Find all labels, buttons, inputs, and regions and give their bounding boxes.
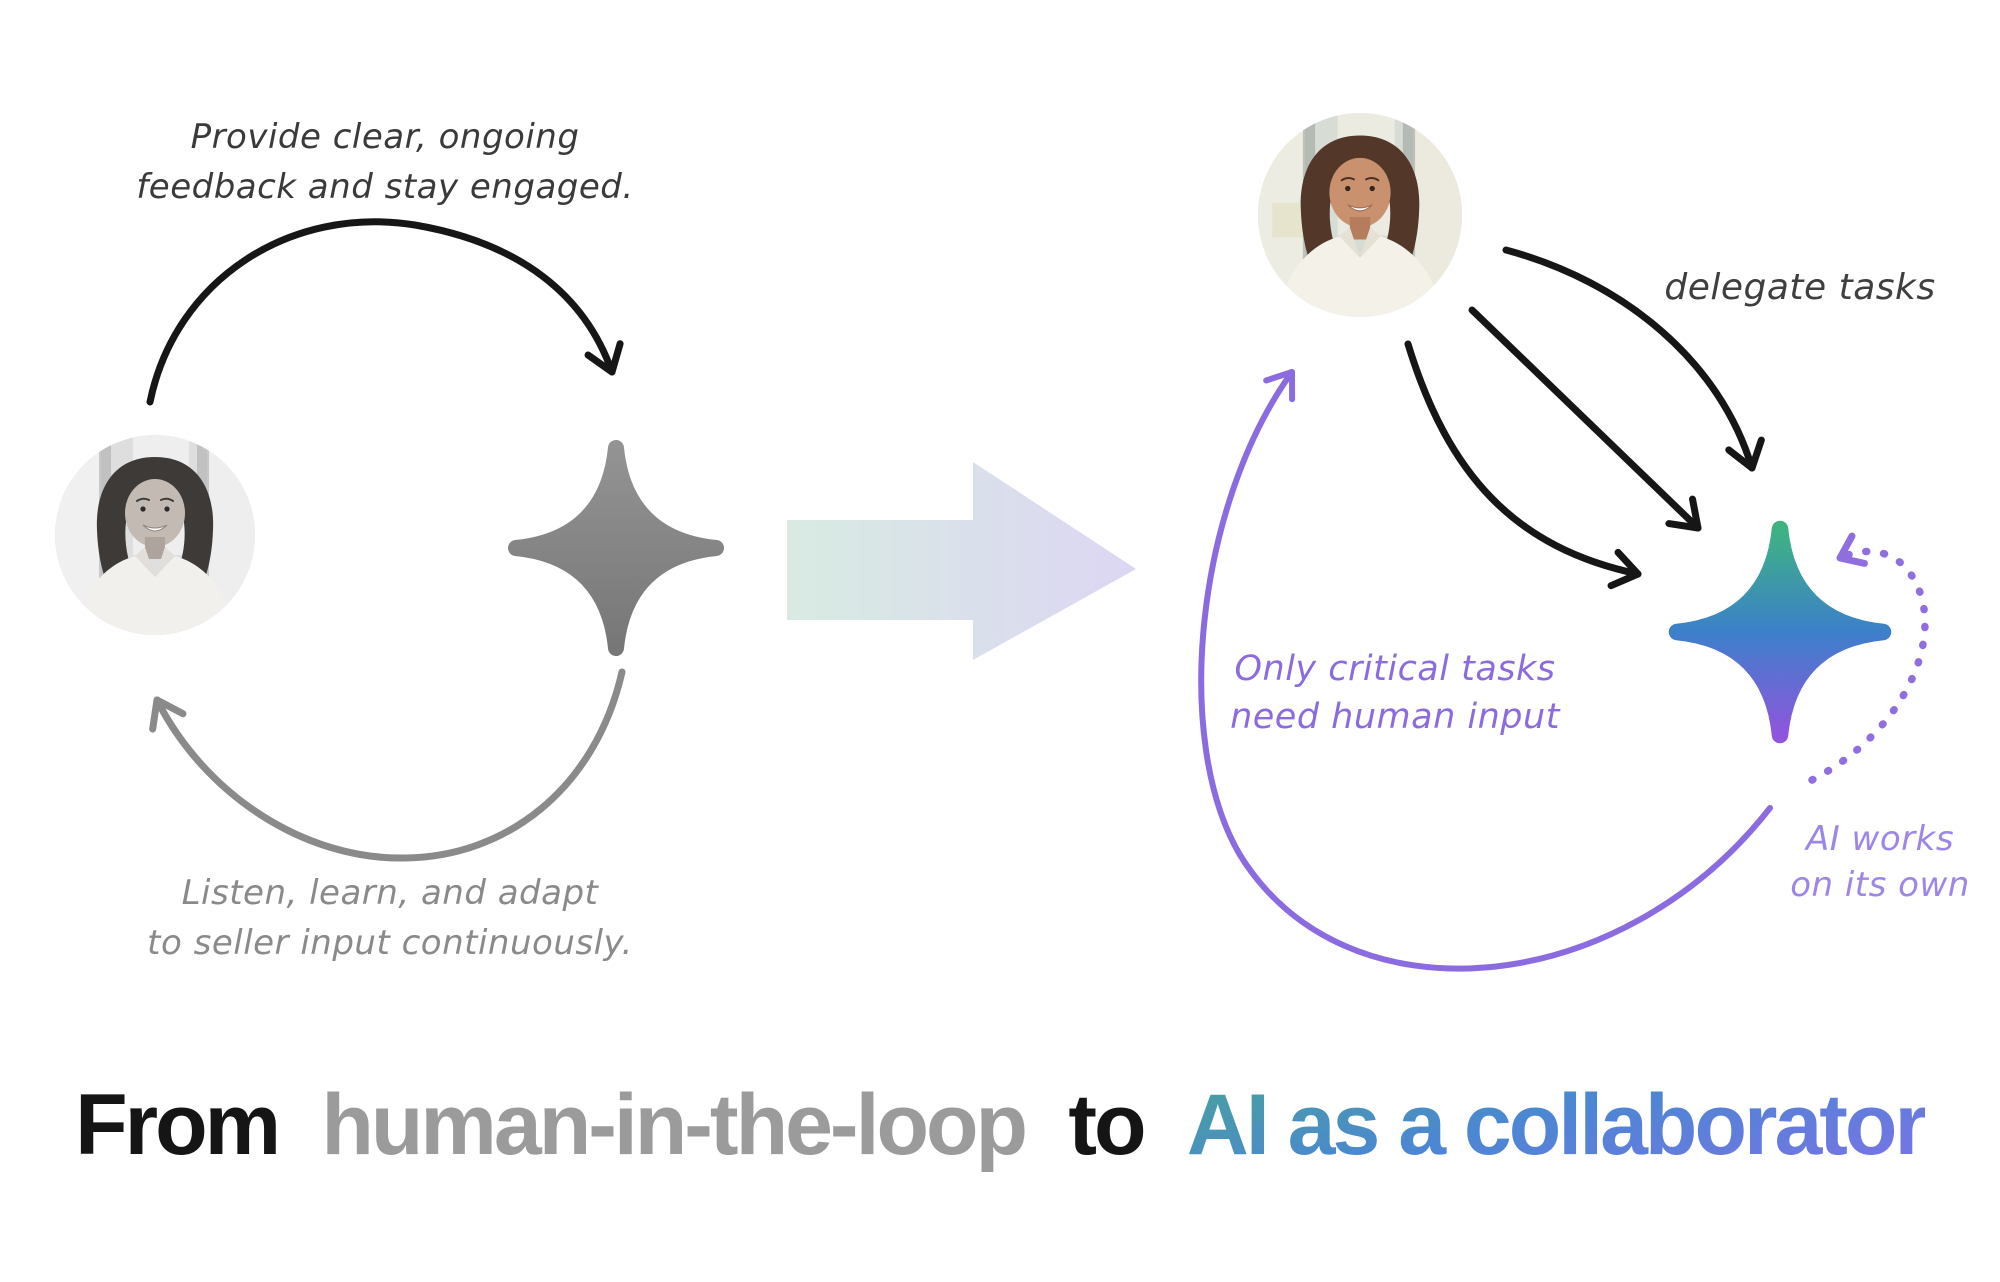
sparkle-gray-icon — [516, 448, 716, 648]
self-loop-dotted-arrow — [1808, 532, 1929, 784]
critical-tasks-label-line2: need human input — [1230, 697, 1560, 737]
ai-autonomy-label-line2: on its own — [1790, 865, 1970, 905]
critical-tasks-arrow — [1198, 369, 1773, 972]
ai-autonomy-label: AI works on its own — [1745, 816, 2000, 908]
headline-to: to — [1068, 1077, 1146, 1173]
headline-from: From — [75, 1077, 281, 1173]
feedback-caption-line2: feedback and stay engaged. — [136, 167, 634, 207]
human-avatar-grayscale — [55, 435, 255, 635]
adapt-caption-line2: to seller input continuously. — [147, 923, 633, 963]
feedback-arrow — [146, 218, 624, 406]
delegate-tasks-label: delegate tasks — [1664, 267, 1936, 308]
headline-human: human-in-the-loop — [321, 1077, 1028, 1173]
ai-autonomy-label-line1: AI works — [1805, 819, 1955, 859]
delegate-arrow-curved-bottom — [1404, 340, 1642, 590]
critical-tasks-label: Only critical tasks need human input — [1180, 645, 1610, 741]
human-avatar-color — [1258, 113, 1462, 317]
transition-block-arrow — [787, 462, 1136, 660]
headline: From human-in-the-loop to AI as a collab… — [0, 1082, 2000, 1168]
feedback-caption: Provide clear, ongoing feedback and stay… — [105, 112, 665, 212]
adapt-caption-line1: Listen, learn, and adapt — [181, 873, 599, 913]
adapt-caption: Listen, learn, and adapt to seller input… — [110, 868, 670, 968]
delegate-arrow-curved-top — [1502, 246, 1765, 472]
headline-ai: AI as a collaborator — [1186, 1077, 1928, 1173]
feedback-caption-line1: Provide clear, ongoing — [190, 117, 580, 157]
ai-sparkle-gradient-icon — [1677, 529, 1883, 735]
critical-tasks-label-line1: Only critical tasks — [1234, 649, 1556, 689]
adapt-arrow — [149, 668, 626, 862]
delegate-arrow-straight — [1468, 306, 1702, 532]
